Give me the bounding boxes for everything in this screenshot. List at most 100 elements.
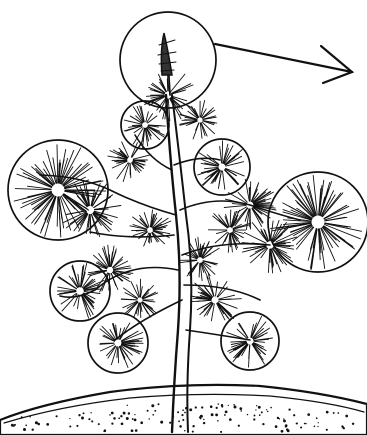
needle: [63, 164, 82, 185]
needle: [224, 205, 246, 207]
gravel-dot: [224, 414, 226, 416]
needle: [223, 171, 225, 189]
gravel-dot: [192, 425, 194, 427]
needle: [253, 322, 266, 338]
gravel-dot: [118, 417, 120, 419]
gravel-dot: [352, 423, 354, 425]
gravel-dot: [179, 425, 182, 428]
needle: [172, 84, 191, 94]
needle: [143, 300, 155, 302]
gravel-dot: [181, 414, 183, 416]
needle: [58, 287, 76, 290]
gravel-dot: [90, 412, 91, 413]
gravel-dot: [270, 407, 272, 409]
needle: [222, 141, 223, 163]
gravel-dot: [46, 423, 49, 426]
gravel-dot: [128, 412, 130, 414]
needle: [216, 231, 226, 234]
candle-bud: [158, 33, 176, 75]
needle: [144, 233, 149, 246]
needle: [100, 345, 114, 351]
gravel-dot: [184, 412, 186, 414]
gravel-dot: [261, 411, 263, 413]
gravel-dot: [184, 430, 185, 431]
needle: [61, 293, 76, 304]
gravel-dot: [189, 408, 192, 411]
gravel-dot: [215, 413, 218, 416]
needle: [293, 184, 314, 216]
gravel-dot: [104, 429, 107, 432]
needle: [117, 347, 118, 358]
needle: [94, 195, 113, 208]
pine-needles: [14, 72, 361, 367]
gravel-dot: [147, 410, 149, 412]
circle-right-large: [268, 172, 367, 272]
gravel-dot: [88, 418, 90, 420]
gravel-dot: [203, 419, 204, 420]
needle: [322, 193, 341, 217]
gravel-dot: [78, 414, 80, 416]
gravel-dot: [182, 419, 184, 421]
gravel-dot: [134, 414, 135, 415]
gravel-dot: [220, 431, 222, 433]
gravel-dot: [56, 415, 58, 417]
gravel-dot: [120, 415, 122, 417]
gravel-dot: [177, 411, 179, 413]
gravel-dot: [112, 412, 114, 414]
gravel-dot: [140, 421, 143, 424]
gravel-dot: [135, 429, 138, 432]
gravel-dot: [91, 420, 93, 422]
gravel-dot: [217, 420, 219, 422]
gravel-dot: [225, 411, 228, 414]
gravel-dot: [259, 414, 261, 416]
gravel-dot: [98, 423, 100, 425]
gravel-dot: [154, 410, 156, 412]
gravel-dot: [127, 405, 128, 406]
needle: [254, 341, 265, 342]
gravel-dot: [221, 406, 223, 408]
gravel-dot: [203, 422, 205, 424]
gravel-dot: [275, 425, 278, 428]
needle: [199, 263, 200, 277]
needle: [81, 295, 88, 318]
needle: [216, 282, 218, 296]
gravel-dot: [111, 423, 113, 425]
needle: [180, 114, 197, 119]
needle: [108, 346, 116, 358]
gravel-dot: [240, 410, 242, 412]
gravel-dot: [256, 405, 257, 406]
gravel-dot: [113, 417, 116, 420]
needle: [230, 210, 231, 227]
circle-bottom-right: [221, 312, 279, 370]
gravel-dot: [342, 426, 344, 428]
gravel-dot: [254, 415, 256, 417]
gravel-dot: [234, 406, 237, 409]
gravel-dot: [337, 412, 339, 414]
gravel-dot: [201, 406, 203, 408]
needle: [57, 145, 58, 183]
gravel-dot: [69, 418, 70, 419]
gravel-dot: [283, 420, 286, 423]
needle: [180, 260, 197, 262]
gravel-dot: [255, 409, 256, 410]
gravel-dot: [281, 430, 284, 433]
gravel-dot: [23, 428, 26, 431]
gravel-dot: [314, 425, 316, 427]
gravel-dot: [229, 418, 232, 421]
gravel-dot: [152, 414, 154, 416]
gravel-dot: [123, 412, 126, 415]
needle: [311, 229, 317, 270]
gravel-dot: [131, 429, 134, 432]
gravel-dot: [296, 422, 298, 424]
gravel-dot: [25, 424, 27, 426]
needle: [140, 279, 141, 297]
gravel-dot: [178, 420, 180, 422]
gravel-dot: [238, 425, 240, 427]
gravel-dot: [326, 411, 329, 414]
gravel-dot: [81, 417, 84, 420]
gravel-dot: [345, 415, 348, 418]
gravel-dot: [333, 412, 335, 414]
gravel-dot: [211, 413, 214, 416]
gravel-dot: [288, 408, 290, 410]
gravel-dot: [76, 425, 78, 427]
